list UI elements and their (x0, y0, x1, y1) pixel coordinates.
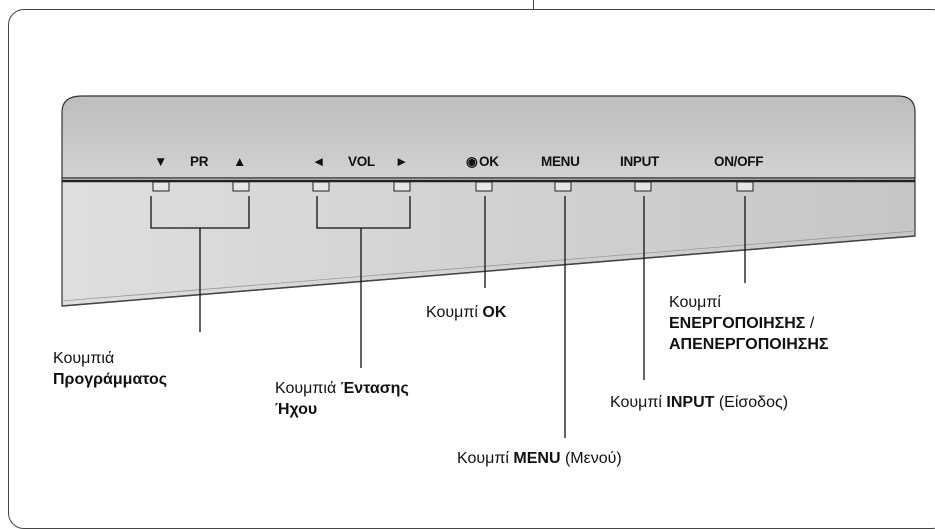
ok-symbol-icon: ◉ (466, 154, 478, 169)
ok-button-annotation: Κουμπί OK (426, 304, 507, 321)
menu-button-annotation: Κουμπί MENU (Μενού) (457, 450, 622, 467)
vol-up-button (393, 181, 411, 192)
menu-button (554, 181, 572, 192)
panel-front-surface (61, 177, 916, 307)
ok-button (475, 181, 493, 192)
pr-down-button (152, 181, 170, 192)
vol-right-arrow: ► (395, 154, 408, 169)
onoff-button (736, 181, 754, 192)
pr-up-button (232, 181, 250, 192)
control-panel-illustration: ▼ PR ▲ ◄ VOL ► ◉ OK MENU INPUT ON/OFF (61, 95, 916, 438)
input-label: INPUT (620, 154, 660, 169)
pr-down-arrow: ▼ (154, 154, 167, 169)
onoff-button-annotation: Κουμπί ΕΝΕΡΓΟΠΟΙΗΣΗΣ / ΑΠΕΝΕΡΓΟΠΟΙΗΣΗΣ (669, 294, 829, 353)
input-button (634, 181, 652, 192)
panel-top-surface (61, 95, 916, 179)
vol-left-arrow: ◄ (312, 154, 325, 169)
volume-buttons-annotation: Κουμπιά Έντασης Ήχου (275, 380, 409, 418)
menu-label: MENU (541, 154, 580, 169)
pr-label: PR (190, 154, 209, 169)
vol-label: VOL (348, 154, 375, 169)
pr-up-arrow: ▲ (233, 154, 246, 169)
frame-divider (533, 0, 534, 10)
volume-bracket (316, 196, 411, 368)
vol-down-button (312, 181, 330, 192)
onoff-label: ON/OFF (714, 154, 763, 169)
program-bracket (150, 196, 250, 332)
program-buttons-annotation: Κουμπιά Προγράμματος (53, 350, 168, 388)
input-button-annotation: Κουμπί INPUT (Είσοδος) (610, 394, 789, 411)
ok-label: OK (479, 154, 499, 169)
